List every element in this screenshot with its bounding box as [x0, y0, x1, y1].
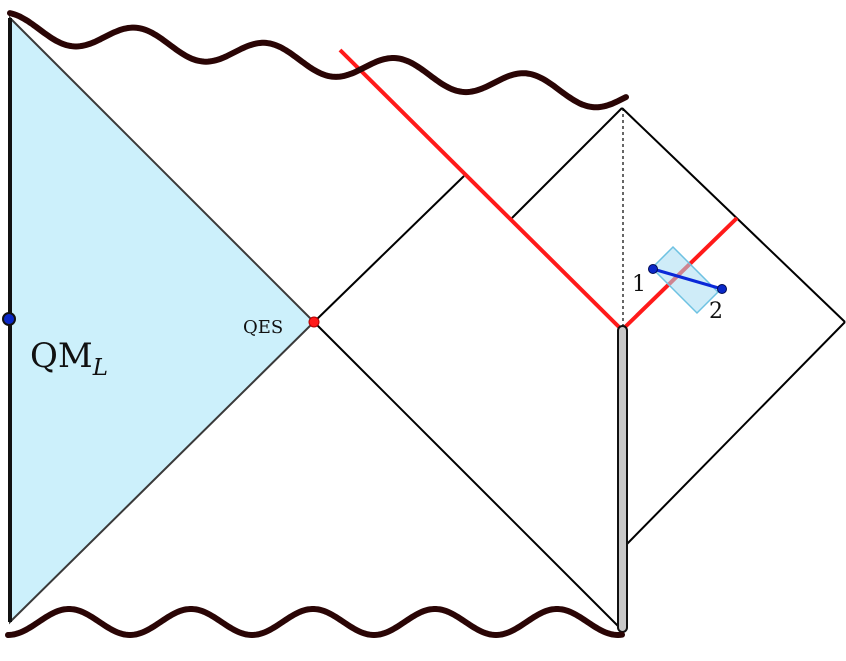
point-1-label: 1	[632, 272, 646, 297]
interval-diamond	[650, 245, 720, 315]
interval-endpoint-1	[648, 264, 658, 274]
qm-label-main: QM	[30, 336, 93, 376]
top-singularity	[7, 10, 629, 111]
lightcone-upper-right	[313, 175, 465, 323]
lightcone-lower-right	[313, 321, 623, 631]
boundary-point	[2, 312, 16, 326]
red-null-line-left	[338, 48, 624, 332]
brane-bar	[617, 325, 628, 633]
qm-label: QML	[30, 336, 108, 381]
qm-label-subscript: L	[92, 355, 108, 381]
point-2-label: 2	[709, 299, 723, 324]
interval-segment	[652, 267, 723, 291]
diamond-top-right-edge	[621, 107, 846, 323]
qes-point	[308, 316, 320, 328]
qes-label: QES	[243, 317, 283, 338]
interval-endpoint-2	[717, 284, 727, 294]
diamond-bottom-right-edge	[625, 321, 846, 546]
bottom-singularity	[5, 606, 625, 639]
inner-null-line	[511, 107, 623, 219]
